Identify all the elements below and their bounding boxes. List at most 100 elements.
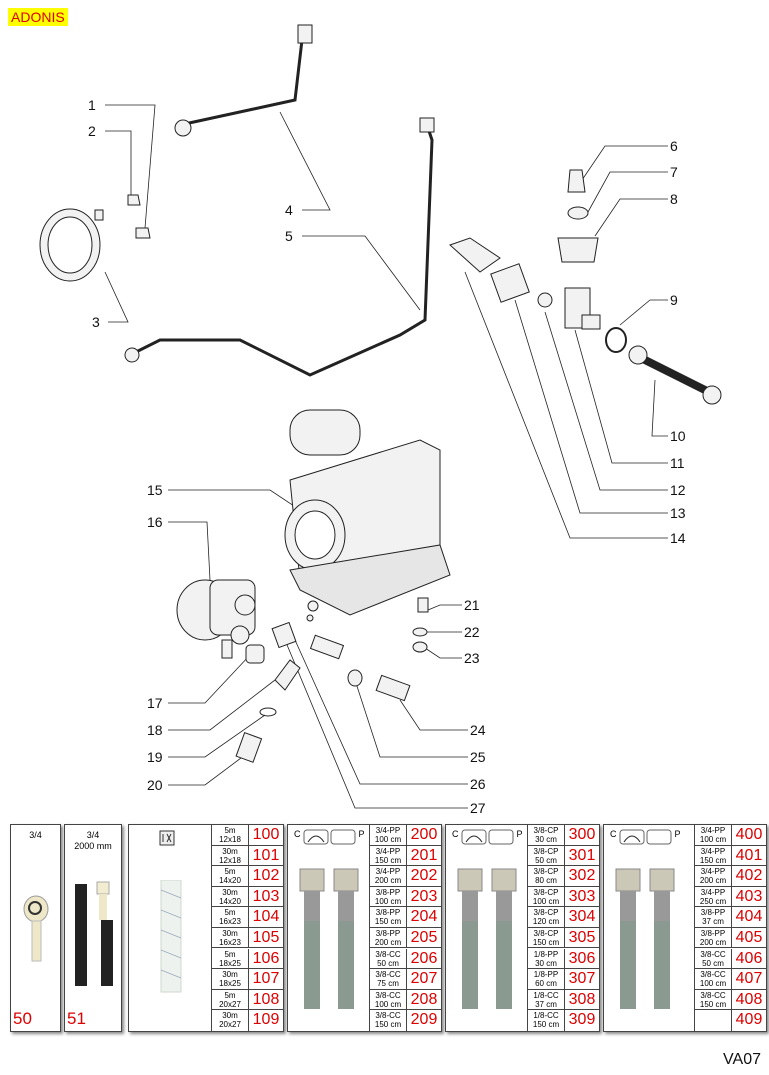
part-number: 309 [568,1011,596,1029]
callout-2: 2 [88,123,96,139]
spec-type: 3/8-CC [700,949,726,959]
spec-size: 100 cm [374,835,402,844]
page-code: VA07 [723,1051,761,1068]
spec-type: 3/8-PP [375,928,401,938]
nut [127,194,141,206]
callout-19: 19 [147,749,163,765]
spec-size: 100 cm [532,896,560,906]
spec-type: 3/8-CC [700,970,726,980]
part-number: 405 [735,928,763,946]
legend-p: P [358,829,365,839]
legend-p: P [674,829,681,839]
pipe-5 [129,127,434,377]
part-number: 304 [568,908,596,926]
callout-17: 17 [147,695,163,711]
callout-25: 25 [470,749,486,765]
part-number: 202 [410,867,438,885]
spec-size: 14x20 [219,876,241,886]
food-safe-icon [159,830,175,846]
callout-numbers: 1 2 3 4 5 6 7 8 9 10 11 12 13 14 15 16 1… [88,97,686,816]
nut [135,227,151,239]
pipe-10 [633,351,717,399]
spec-size: 12x18 [219,835,241,844]
hose-fitting-image [23,895,49,962]
product-image [292,859,362,1014]
sleeve-13 [490,263,530,303]
spec-type: 3/8-CC [375,970,401,980]
spec-size: 200 cm [374,937,402,947]
callout-7: 7 [670,164,678,180]
part-number: 402 [735,867,763,885]
part-number: 301 [568,846,596,864]
spec-type: 5m [224,908,236,918]
spec-size: 150 cm [374,855,402,865]
part-number: 408 [735,990,763,1008]
spec-type: 1/8-CC [533,990,559,1000]
cup-8 [557,237,599,263]
spec-type: 5m [224,867,236,877]
part-number: 102 [252,867,280,885]
spec-size: 37 cm [535,999,557,1009]
part-number: 109 [252,1011,280,1029]
spec-type: 3/8-CP [533,867,559,877]
spec-size: 18x25 [219,979,241,989]
spec-size: 30 cm [535,835,557,844]
fitting-6 [567,169,586,193]
part-number: 203 [410,887,438,905]
part-number: 108 [252,990,280,1008]
callout-5: 5 [285,228,293,244]
product-image [608,859,678,1014]
part-number: 305 [568,928,596,946]
spec-type: 3/4-PP [700,887,726,897]
part-number: 407 [735,970,763,988]
callout-23: 23 [464,650,480,666]
tee-26 [309,634,345,660]
spec-type: 3/4-PP [700,846,726,856]
spec-type: 30m [222,887,238,897]
spec-type: 3/8-PP [375,908,401,918]
callout-27: 27 [470,800,486,816]
part-number: 51 [67,1009,86,1028]
spec-size: 12x18 [219,855,241,865]
part-number: 406 [735,949,763,967]
spec-size: 50 cm [702,958,724,968]
model-title: ADONIS [8,8,68,26]
part-number: 300 [568,826,596,843]
part-number: 308 [568,990,596,1008]
parts-drawings [39,24,722,763]
panel-sublabel: 2000 mm [74,841,112,851]
